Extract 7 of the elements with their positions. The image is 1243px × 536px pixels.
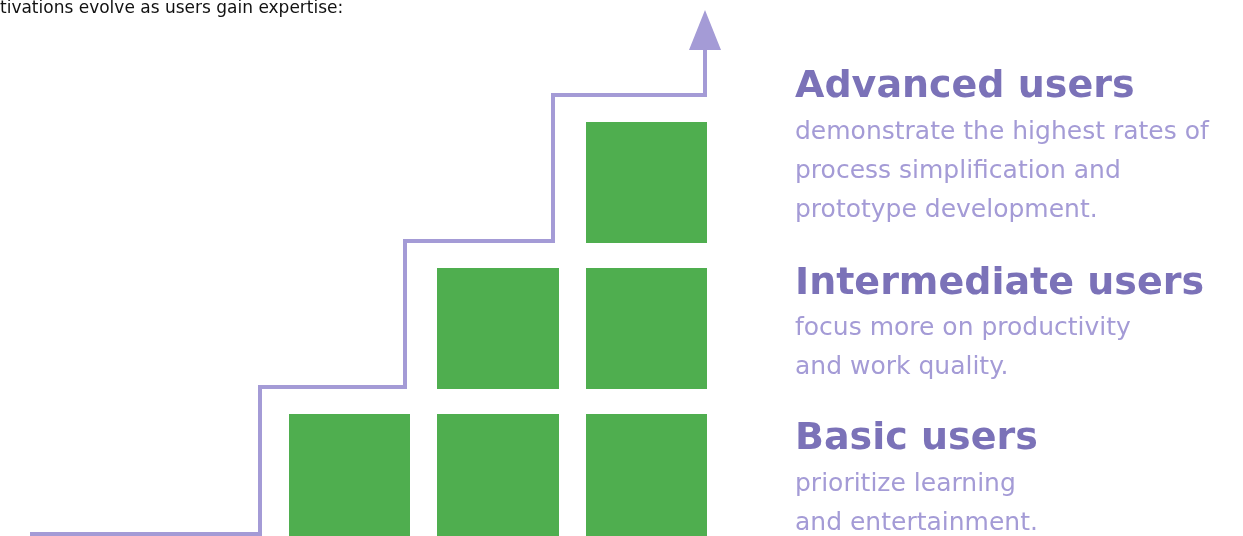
description-text: focus more on productivity and work quality. [795,311,1132,382]
description-text: prioritize learning and entertainment. [795,467,1039,536]
heading: Advanced users [795,62,1136,106]
description-text: demonstrate the highest rates of process simplification and prototype development. [795,115,1211,225]
heading: Basic users [795,414,1039,458]
heading: Intermediate users [795,259,1206,303]
intro-text: tivations evolve as users gain expertise: [0,0,345,17]
